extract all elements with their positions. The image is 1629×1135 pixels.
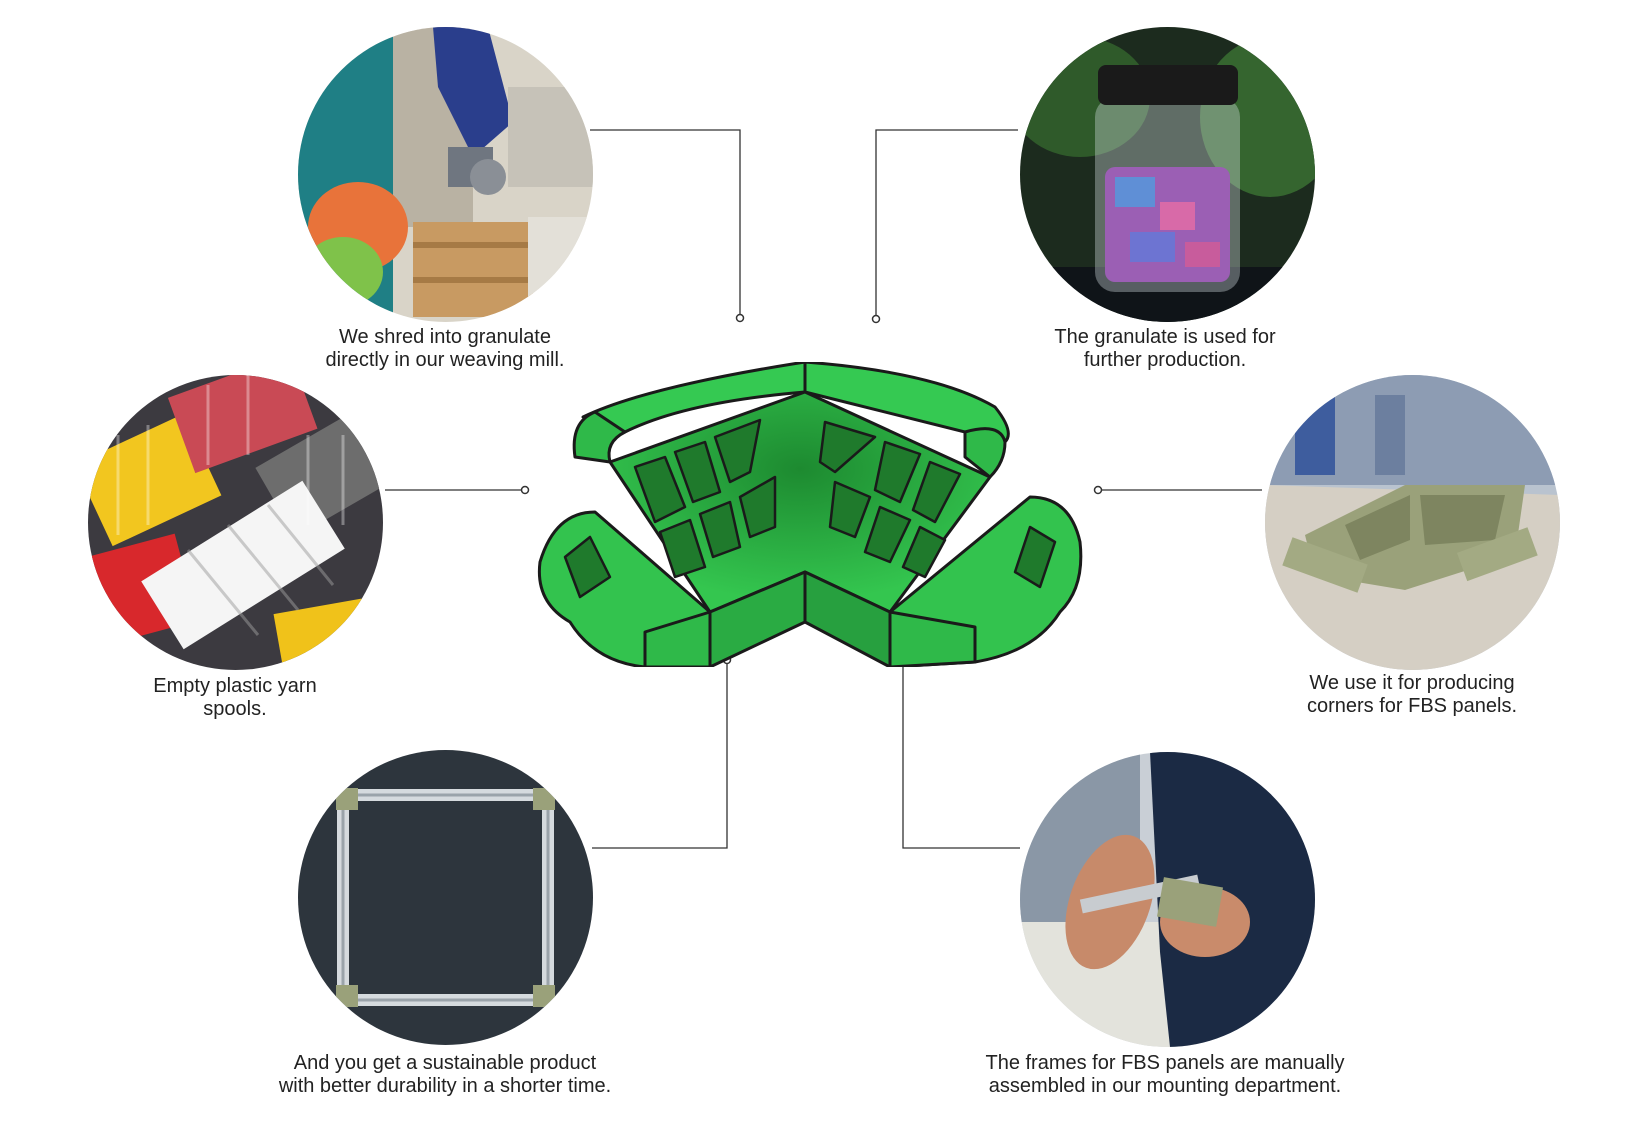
connector-granulate (875, 129, 1018, 317)
caption-line: directly in our weaving mill. (325, 349, 565, 371)
caption-line: The granulate is used for (1054, 326, 1276, 348)
connector-dot (735, 313, 745, 323)
caption-line: We shred into granulate (339, 326, 551, 348)
frame-product-photo (298, 750, 593, 1045)
shredder-machine-photo (298, 27, 593, 322)
caption-line: The frames for FBS panels are manually (985, 1052, 1345, 1074)
connector-dot (871, 314, 881, 324)
connector-dot (1093, 485, 1103, 495)
corner-piece-photo (1265, 375, 1560, 670)
caption-granulate: The granulate is used for further produc… (1054, 326, 1275, 372)
caption-line: We use it for producing (1309, 672, 1515, 694)
caption-line: And you get a sustainable product (293, 1052, 597, 1074)
caption-line: assembled in our mounting department. (988, 1075, 1342, 1097)
granulate-jar-photo (1020, 27, 1315, 322)
caption-corners: We use it for producing corners for FBS … (1307, 672, 1517, 718)
caption-line: with better durability in a shorter time… (278, 1075, 612, 1097)
caption-assembly: The frames for FBS panels are manually a… (985, 1052, 1344, 1098)
connector-product (592, 662, 728, 849)
caption-line: Empty plastic yarn (153, 675, 317, 697)
caption-shred: We shred into granulate directly in our … (326, 326, 565, 372)
caption-line: spools. (203, 698, 267, 720)
connector-assembly (902, 662, 1020, 849)
caption-line: corners for FBS panels. (1306, 695, 1518, 717)
caption-spools: Empty plastic yarn spools. (153, 675, 316, 721)
connector-dot (520, 485, 530, 495)
caption-line: further production. (1083, 349, 1247, 371)
caption-product: And you get a sustainable product with b… (279, 1052, 611, 1098)
fbs-corner-illustration (537, 362, 1083, 667)
connector-shred (590, 129, 741, 315)
yarn-spools-photo (88, 375, 383, 670)
assembly-hands-photo (1020, 752, 1315, 1047)
